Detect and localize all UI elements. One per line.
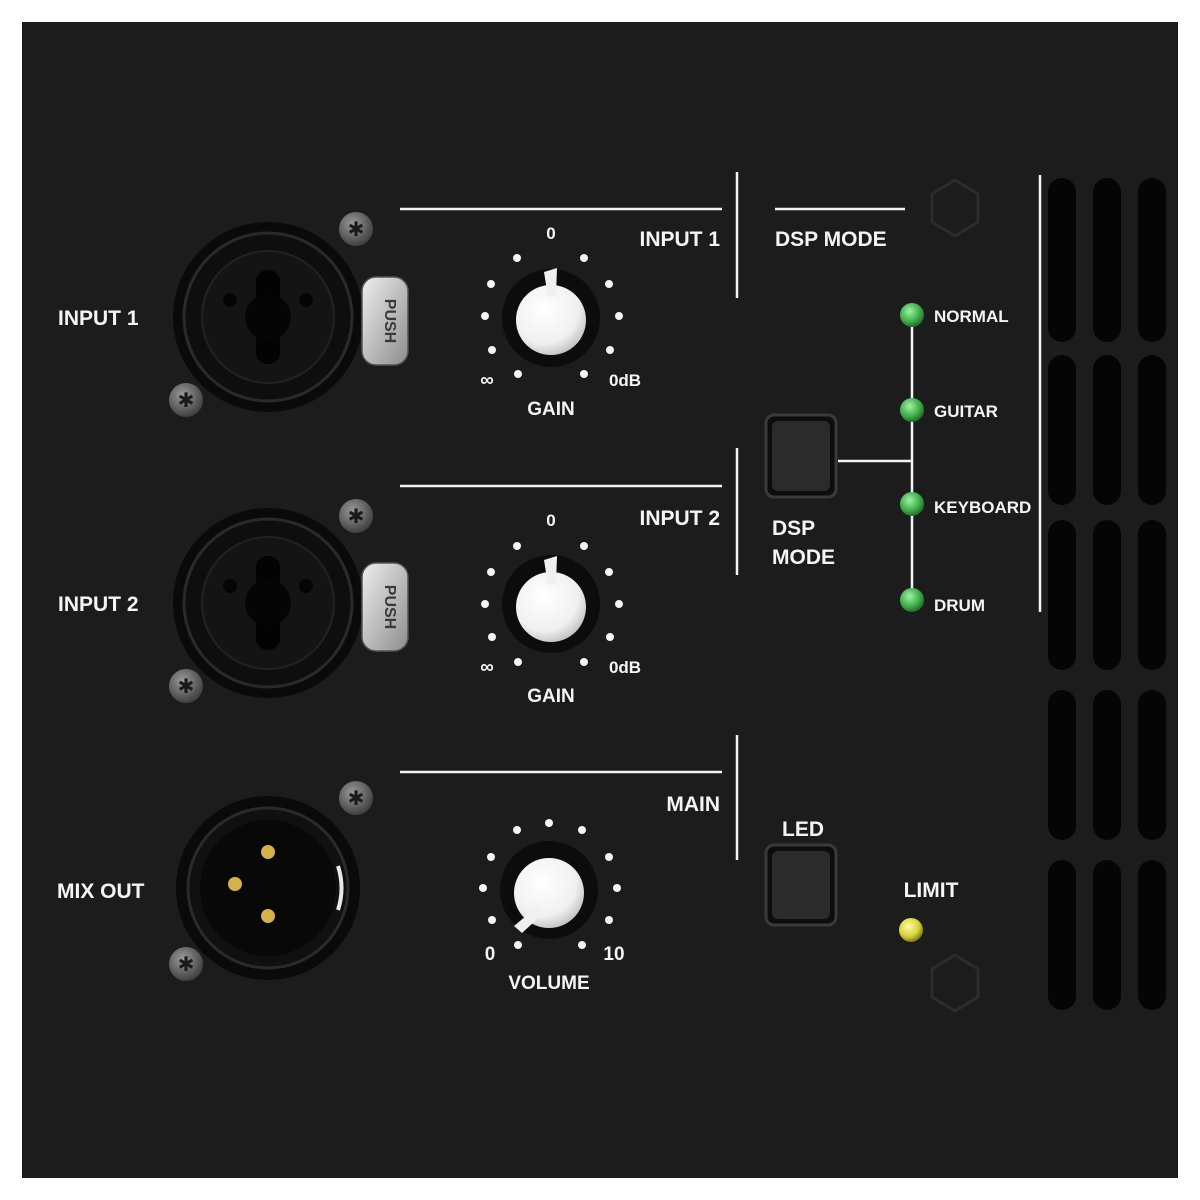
- led-normal-icon: [900, 303, 924, 327]
- gain2-label: GAIN: [527, 686, 575, 707]
- led-guitar-icon: [900, 398, 924, 422]
- gain2-knob[interactable]: [502, 555, 600, 653]
- gain1-top-mark: 0: [546, 224, 555, 243]
- input2-combo-jack[interactable]: [173, 508, 363, 698]
- volume-max-mark: 10: [603, 944, 624, 965]
- dsp-mode-button-label-line1: DSP: [772, 517, 815, 540]
- svg-text:✱: ✱: [178, 388, 195, 412]
- screw-icon: ✱: [339, 212, 373, 246]
- limit-led-icon: [899, 918, 923, 942]
- rear-control-panel: PUSH ✱ ✱ INPUT 1 PUSH ✱ ✱ INPUT 2 ✱ ✱ MI…: [22, 22, 1178, 1178]
- section-title-input1: INPUT 1: [639, 228, 720, 251]
- gain2-min-mark: ∞: [480, 657, 494, 678]
- dsp-mode-label-guitar: GUITAR: [934, 402, 998, 421]
- screw-icon: ✱: [169, 383, 203, 417]
- gain1-knob[interactable]: [502, 268, 600, 367]
- section-title-dsp-mode: DSP MODE: [775, 228, 887, 251]
- hex-boss-bottom: [930, 953, 980, 1013]
- dsp-mode-indicator-normal: NORMAL: [900, 303, 1009, 327]
- gain1-label: GAIN: [527, 399, 575, 420]
- gain2-max-mark: 0dB: [609, 658, 641, 677]
- dsp-mode-indicator-guitar: GUITAR: [900, 398, 998, 422]
- svg-text:✱: ✱: [178, 952, 195, 976]
- gain1-scale-ticks: [481, 254, 623, 378]
- screw-icon: ✱: [169, 669, 203, 703]
- dsp-mode-button[interactable]: [764, 413, 838, 499]
- led-keyboard-icon: [900, 492, 924, 516]
- gain1-max-mark: 0dB: [609, 371, 641, 390]
- dsp-mode-indicator-keyboard: KEYBOARD: [900, 492, 1031, 517]
- volume-scale-ticks: [479, 819, 621, 949]
- mix-out-xlr-jack[interactable]: [176, 796, 360, 980]
- screw-icon: ✱: [169, 947, 203, 981]
- gain1-min-mark: ∞: [480, 370, 494, 391]
- volume-min-mark: 0: [485, 944, 496, 965]
- dsp-mode-label-drum: DRUM: [934, 596, 985, 615]
- section-guide-lines: [400, 172, 914, 860]
- input1-combo-jack[interactable]: [173, 222, 363, 412]
- gain2-scale-ticks: [481, 542, 623, 666]
- section-title-input2: INPUT 2: [639, 507, 720, 530]
- mix-out-jack-label: MIX OUT: [57, 880, 145, 903]
- svg-text:✱: ✱: [348, 786, 365, 810]
- gain2-top-mark: 0: [546, 511, 555, 530]
- vent-grille: [1048, 178, 1166, 1010]
- volume-label: VOLUME: [508, 973, 589, 994]
- dsp-mode-label-normal: NORMAL: [934, 307, 1009, 326]
- dsp-mode-button-label-line2: MODE: [772, 546, 835, 569]
- dsp-mode-label-keyboard: KEYBOARD: [934, 498, 1031, 517]
- led-drum-icon: [900, 588, 924, 612]
- input2-jack-label: INPUT 2: [58, 593, 139, 616]
- input2-push-tab-label: PUSH: [381, 585, 398, 629]
- svg-text:✱: ✱: [348, 217, 365, 241]
- input1-push-tab[interactable]: PUSH: [361, 276, 409, 366]
- volume-knob[interactable]: [500, 841, 598, 939]
- input1-jack-label: INPUT 1: [58, 307, 139, 330]
- screw-icon: ✱: [339, 781, 373, 815]
- limit-label: LIMIT: [904, 879, 959, 902]
- svg-text:✱: ✱: [348, 504, 365, 528]
- section-title-main: MAIN: [666, 793, 720, 816]
- input1-push-tab-label: PUSH: [381, 299, 398, 343]
- hex-boss-top: [930, 178, 980, 238]
- led-button[interactable]: [764, 843, 838, 927]
- screw-icon: ✱: [339, 499, 373, 533]
- led-button-label: LED: [782, 818, 824, 841]
- input2-push-tab[interactable]: PUSH: [361, 562, 409, 652]
- svg-text:✱: ✱: [178, 674, 195, 698]
- dsp-mode-indicator-drum: DRUM: [900, 588, 985, 615]
